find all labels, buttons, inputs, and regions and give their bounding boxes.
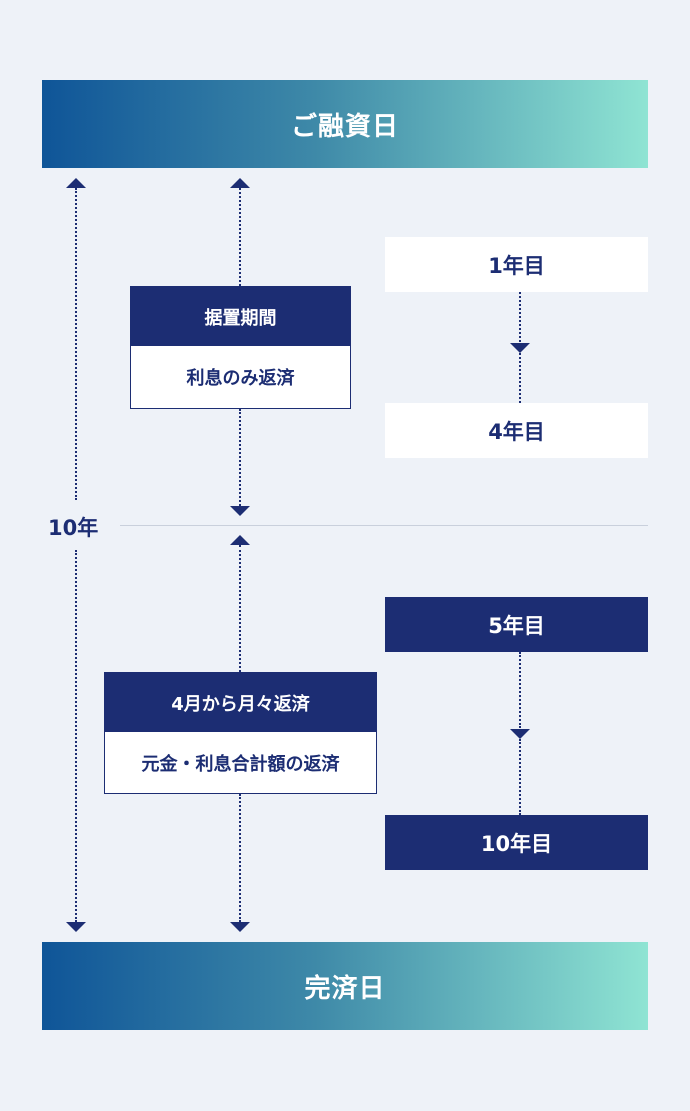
arrow-down-icon: [510, 729, 530, 739]
arrow-down-icon: [230, 922, 250, 932]
deferment-period-title: 据置期間: [131, 287, 350, 346]
year-5-box: 5年目: [385, 597, 648, 652]
arrow-up-icon: [230, 178, 250, 188]
total-term-line-lower: [75, 550, 77, 922]
year-connector: [519, 353, 521, 403]
arrow-down-icon: [510, 343, 530, 353]
phase1-line-lower: [239, 409, 241, 506]
payoff-date-banner: 完済日: [42, 942, 648, 1030]
phase2-line-upper: [239, 545, 241, 672]
phase1-line-upper: [239, 188, 241, 286]
monthly-repayment-box: 4月から月々返済 元金・利息合計額の返済: [104, 672, 377, 794]
year-connector: [519, 652, 521, 728]
year-connector: [519, 292, 521, 342]
arrow-down-icon: [230, 506, 250, 516]
deferment-period-desc: 利息のみ返済: [186, 368, 295, 389]
monthly-repayment-title: 4月から月々返済: [105, 673, 376, 732]
arrow-up-icon: [230, 535, 250, 545]
loan-date-banner: ご融資日: [42, 80, 648, 168]
ten-year-divider: [120, 525, 648, 526]
year-1-box: 1年目: [385, 237, 648, 292]
phase2-line-lower: [239, 794, 241, 922]
monthly-repayment-desc: 元金・利息合計額の返済: [141, 753, 340, 775]
deferment-period-box: 据置期間 利息のみ返済: [130, 286, 351, 409]
year-connector: [519, 739, 521, 815]
arrow-down-icon: [66, 922, 86, 932]
year-4-box: 4年目: [385, 403, 648, 458]
total-term-line-upper: [75, 188, 77, 500]
total-term-label: 10年: [48, 516, 99, 540]
year-10-box: 10年目: [385, 815, 648, 870]
arrow-up-icon: [66, 178, 86, 188]
